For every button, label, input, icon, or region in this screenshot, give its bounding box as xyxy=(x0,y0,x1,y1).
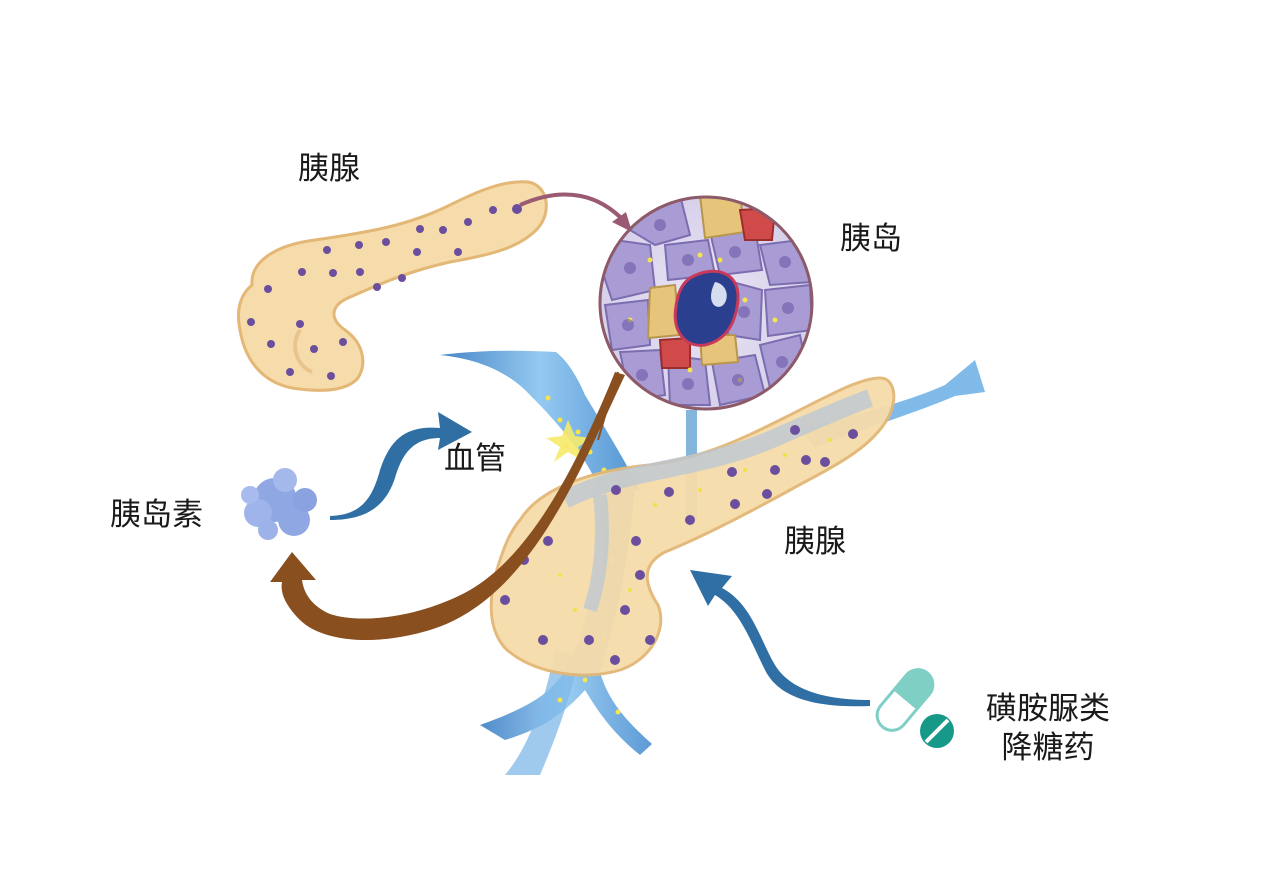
islet-label: 胰岛 xyxy=(840,221,902,257)
drug-label: 磺胺脲类 降糖药 xyxy=(986,690,1110,768)
insulin-molecule-icon xyxy=(241,468,317,540)
pancreas-label-top: 胰腺 xyxy=(298,151,360,187)
pancreas-top-illustration xyxy=(237,180,548,392)
islet-to-insulin-arrow xyxy=(270,372,625,641)
vessel-highlight-star xyxy=(546,420,592,462)
insulin-label: 胰岛素 xyxy=(110,497,203,533)
pancreas-to-islet-arrow xyxy=(519,192,627,224)
pancreas-to-islet-arrowhead xyxy=(612,212,632,232)
drug-label-line2: 降糖药 xyxy=(1001,729,1095,766)
pancreas-main-particles xyxy=(558,438,832,612)
pill-capsule-icon xyxy=(875,668,954,748)
pancreas-label-main: 胰腺 xyxy=(784,524,846,560)
islet-zoom-circle xyxy=(598,195,814,411)
pancreas-main-illustration xyxy=(489,376,896,677)
pancreas-top-cells xyxy=(247,204,522,380)
pancreas-main-cells xyxy=(500,425,858,665)
blood-vessel-label: 血管 xyxy=(444,441,506,477)
drug-label-line1: 磺胺脲类 xyxy=(986,691,1110,727)
drug-to-pancreas-arrow xyxy=(690,570,870,707)
